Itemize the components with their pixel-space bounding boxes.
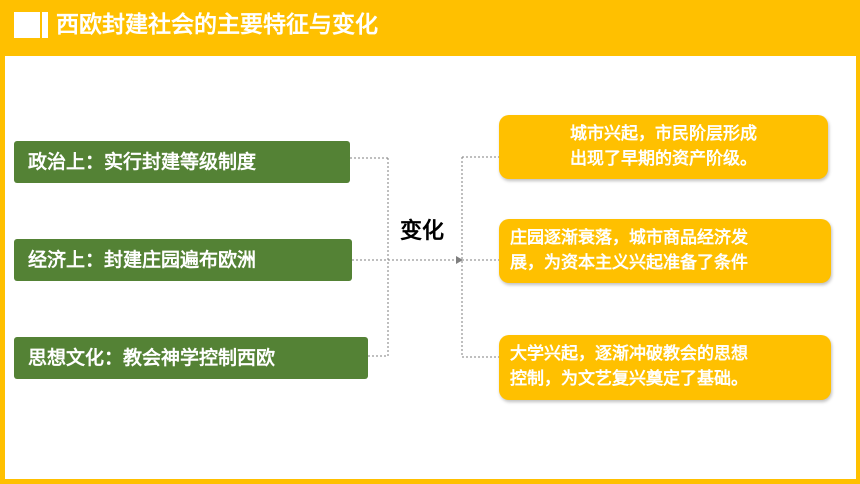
feature-economic: 经济上：封建庄园遍布欧洲 <box>14 239 352 281</box>
feature-cultural: 思想文化：教会神学控制西欧 <box>14 337 368 379</box>
change-manor-decline-line2: 展，为资本主义兴起准备了条件 <box>510 253 748 273</box>
change-university-rise: 大学兴起，逐渐冲破教会的思想 控制，为文艺复兴奠定了基础。 <box>499 335 831 400</box>
change-city-rise-line2: 出现了早期的资产阶级。 <box>570 149 757 169</box>
change-university-rise-line2: 控制，为文艺复兴奠定了基础。 <box>510 369 748 389</box>
change-manor-decline-line1: 庄园逐渐衰落，城市商品经济发 <box>510 228 748 248</box>
change-city-rise-line1: 城市兴起，市民阶层形成 <box>570 124 757 144</box>
change-university-rise-line1: 大学兴起，逐渐冲破教会的思想 <box>510 344 748 364</box>
arrowhead-icon <box>456 256 463 264</box>
header-square-decoration <box>14 12 40 38</box>
change-manor-decline: 庄园逐渐衰落，城市商品经济发 展，为资本主义兴起准备了条件 <box>499 219 831 283</box>
change-label: 变化 <box>400 219 445 244</box>
header-bar-decoration <box>42 12 48 38</box>
feature-political: 政治上：实行封建等级制度 <box>14 141 350 183</box>
page-title: 西欧封建社会的主要特征与变化 <box>56 12 378 38</box>
change-city-rise: 城市兴起，市民阶层形成 出现了早期的资产阶级。 <box>499 115 828 179</box>
